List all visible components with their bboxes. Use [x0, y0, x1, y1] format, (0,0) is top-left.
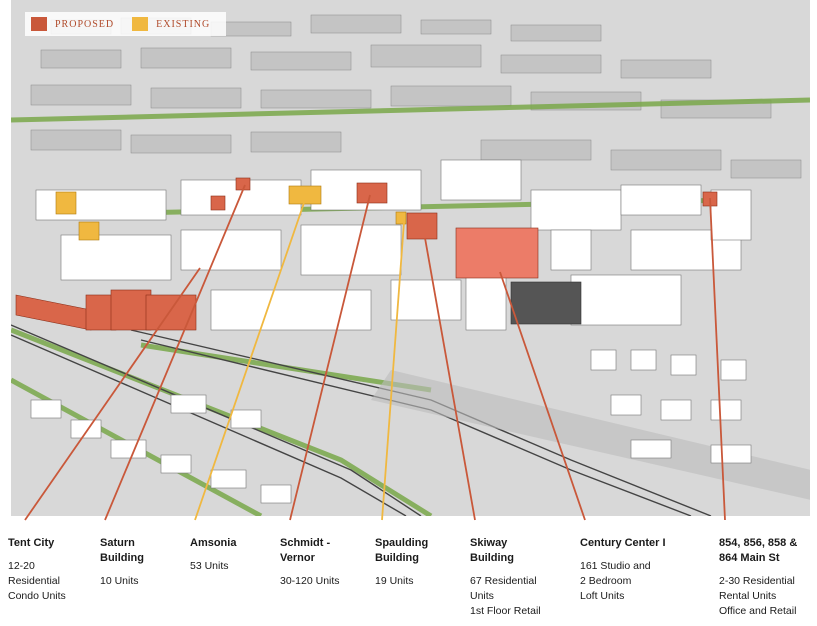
aerial-map: PROPOSED EXISTING [11, 0, 810, 516]
site-detail: 10 Units [100, 575, 139, 587]
site-detail: 67 Residential Units 1st Floor Retail [470, 575, 541, 617]
legend-label-proposed: PROPOSED [55, 18, 115, 30]
site-detail: 19 Units [375, 575, 414, 587]
site-detail: 53 Units [190, 560, 229, 572]
site-label-amsonia: Amsonia 53 Units [190, 536, 290, 574]
site-label-schmidt-vernor: Schmidt - Vernor 30-120 Units [280, 536, 380, 589]
site-label-saturn-building: Saturn Building 10 Units [100, 536, 200, 589]
dark-building [510, 281, 582, 325]
site-label-spaulding-building: Spaulding Building 19 Units [375, 536, 475, 589]
site-label-century-center: Century Center I 161 Studio and 2 Bedroo… [580, 536, 705, 604]
site-title: Saturn Building [100, 537, 144, 564]
site-title: 854, 856, 858 & 864 Main St [719, 537, 798, 564]
legend-label-existing: EXISTING [156, 18, 211, 30]
site-label-skiway-building: Skiway Building 67 Residential Units 1st… [470, 536, 570, 619]
site-title: Amsonia [190, 537, 237, 549]
map-legend: PROPOSED EXISTING [25, 12, 227, 36]
site-label-tent-city: Tent City 12-20 Residential Condo Units [8, 536, 108, 604]
highway-band [371, 370, 810, 500]
legend-swatch-existing [132, 17, 149, 31]
aerial-map-drawing [11, 0, 810, 516]
site-detail: 161 Studio and 2 Bedroom Loft Units [580, 560, 651, 602]
site-detail: 30-120 Units [280, 575, 340, 587]
site-label-main-st: 854, 856, 858 & 864 Main St 2-30 Residen… [719, 536, 815, 619]
far-city-blocks [30, 14, 802, 179]
site-title: Spaulding Building [375, 537, 429, 564]
site-title: Skiway Building [470, 537, 514, 564]
site-title: Schmidt - Vernor [280, 537, 331, 564]
site-title: Century Center I [580, 537, 666, 549]
legend-swatch-proposed [31, 17, 47, 31]
site-detail: 12-20 Residential Condo Units [8, 560, 66, 602]
site-title: Tent City [8, 537, 55, 549]
site-detail: 2-30 Residential Rental Units Office and… [719, 575, 797, 617]
